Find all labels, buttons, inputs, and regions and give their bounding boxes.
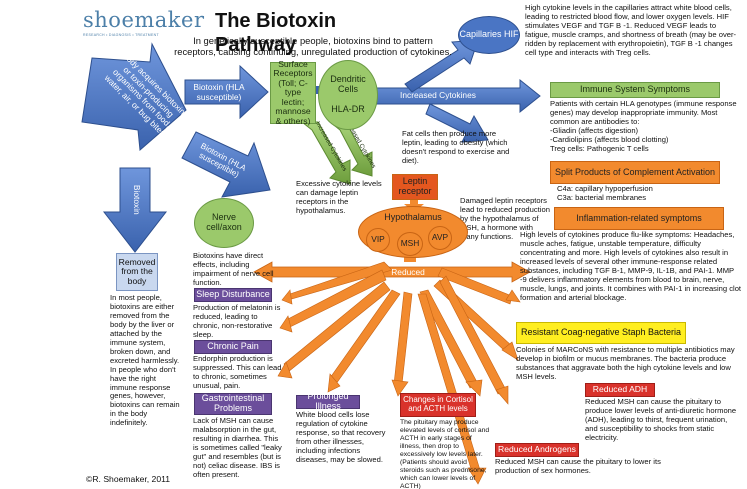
coag-staph-body: Colonies of MARCoNS with resistance to m… xyxy=(516,345,735,381)
copyright: ©R. Shoemaker, 2011 xyxy=(86,474,171,484)
split-products-body: C4a: capillary hypoperfusion C3a: bacter… xyxy=(557,184,653,202)
removed-description: In most people, biotoxins are either rem… xyxy=(110,293,180,428)
nerve-cell-node: Nerve cell/axon xyxy=(194,198,254,248)
reduced-adh-body: Reduced MSH can cause the pituitary to p… xyxy=(585,397,737,442)
coag-staph-heading: Resistant Coag-negative Staph Bacteria xyxy=(516,322,686,344)
cortisol-acth-body: The pituitary may produce elevated level… xyxy=(400,419,490,489)
cytokines-split-arrow xyxy=(425,103,489,143)
damaged-leptin-text: Damaged leptin receptors lead to reduced… xyxy=(460,196,550,241)
immune-system-body: Patients with certain HLA genotypes (imm… xyxy=(550,99,737,153)
biotoxin-hla-arrow xyxy=(184,64,269,120)
biotoxin-down-label: Biotoxin xyxy=(131,184,142,215)
avp-node: AVP xyxy=(428,226,452,250)
inflammation-heading: Inflammation-related symptoms xyxy=(554,207,724,230)
biotoxin-hla2-arrow xyxy=(181,131,271,198)
gastrointestinal-heading: Gastrointestinal Problems xyxy=(194,393,272,415)
increased-cytokines-arrow-2 xyxy=(300,121,351,185)
surface-receptors-box: Surface Receptors (Toll; C-type lectin; … xyxy=(270,59,316,125)
vip-node: VIP xyxy=(366,228,390,252)
cortisol-acth-heading: Changes in Cortisol and ACTH levels xyxy=(400,393,476,417)
sleep-disturbance-heading: Sleep Disturbance xyxy=(194,288,272,302)
chronic-pain-heading: Chronic Pain xyxy=(194,340,272,354)
gastrointestinal-body: Lack of MSH can cause malabsorption in t… xyxy=(193,416,282,479)
fat-cells-text: Fat cells then produce more leptin, lead… xyxy=(402,129,510,165)
body-acquires-arrow xyxy=(81,42,187,152)
sleep-disturbance-body: Production of melatonin is reduced, lead… xyxy=(193,303,281,339)
split-products-heading: Split Products of Complement Activation xyxy=(550,161,720,184)
dendritic-cells-node: Dendritic Cells HLA-DR xyxy=(318,60,378,130)
page-subtitle: In genetically susceptible people, bioto… xyxy=(174,35,452,58)
reduced-androgens-body: Reduced MSH can cause the pituitary to l… xyxy=(495,457,661,475)
capillaries-node: Capillaries HIF xyxy=(458,16,520,54)
hypothalamus-label: Hypothalamus xyxy=(384,212,442,222)
cytokines-capillaries-arrow xyxy=(404,39,479,93)
msh-node: MSH xyxy=(397,232,423,256)
immune-system-heading: Immune System Symptoms xyxy=(550,82,720,98)
dendritic-cells-label: Dendritic Cells HLA-DR xyxy=(330,74,366,114)
page-title: The Biotoxin Pathway xyxy=(215,10,337,56)
capillaries-description: High cytokine levels in the capillaries … xyxy=(525,3,737,57)
increased-cytokines-arrow-3 xyxy=(328,121,373,177)
logo-wordmark: shoemaker xyxy=(83,8,205,32)
reduced-androgens-heading: Reduced Androgens xyxy=(495,443,579,457)
logo-tagline: RESEARCH • DIAGNOSIS • TREATMENT xyxy=(83,32,159,37)
msh-spokes xyxy=(277,261,521,485)
excessive-cytokine-text: Excessive cytokine levels can damage lep… xyxy=(296,179,382,215)
nerve-description: Biotoxins have direct effects, including… xyxy=(193,251,274,287)
leptin-receptor-box: Leptin receptor xyxy=(392,174,438,200)
prolonged-illness-body: White blood cells lose regulation of cyt… xyxy=(296,410,386,464)
biotoxin-hla-label: Biotoxin (HLA susceptible) xyxy=(193,82,245,102)
increased-cytokines-label: Increased Cytokines xyxy=(400,90,476,100)
removed-from-body-box: Removed from the body xyxy=(116,253,158,291)
increased-cytokines-arrow xyxy=(359,78,541,114)
reduced-adh-heading: Reduced ADH xyxy=(585,383,655,397)
prolonged-illness-heading: Prolonged Illness xyxy=(296,391,360,411)
chronic-pain-body: Endorphin production is suppressed. This… xyxy=(193,354,282,390)
reduced-msh-label: Reduced MSH xyxy=(391,267,425,287)
inflammation-body: High levels of cytokines produce flu-lik… xyxy=(520,230,742,302)
logo: shoemaker RESEARCH • DIAGNOSIS • TREATME… xyxy=(83,8,205,38)
biotoxin-down-arrow xyxy=(102,167,168,253)
